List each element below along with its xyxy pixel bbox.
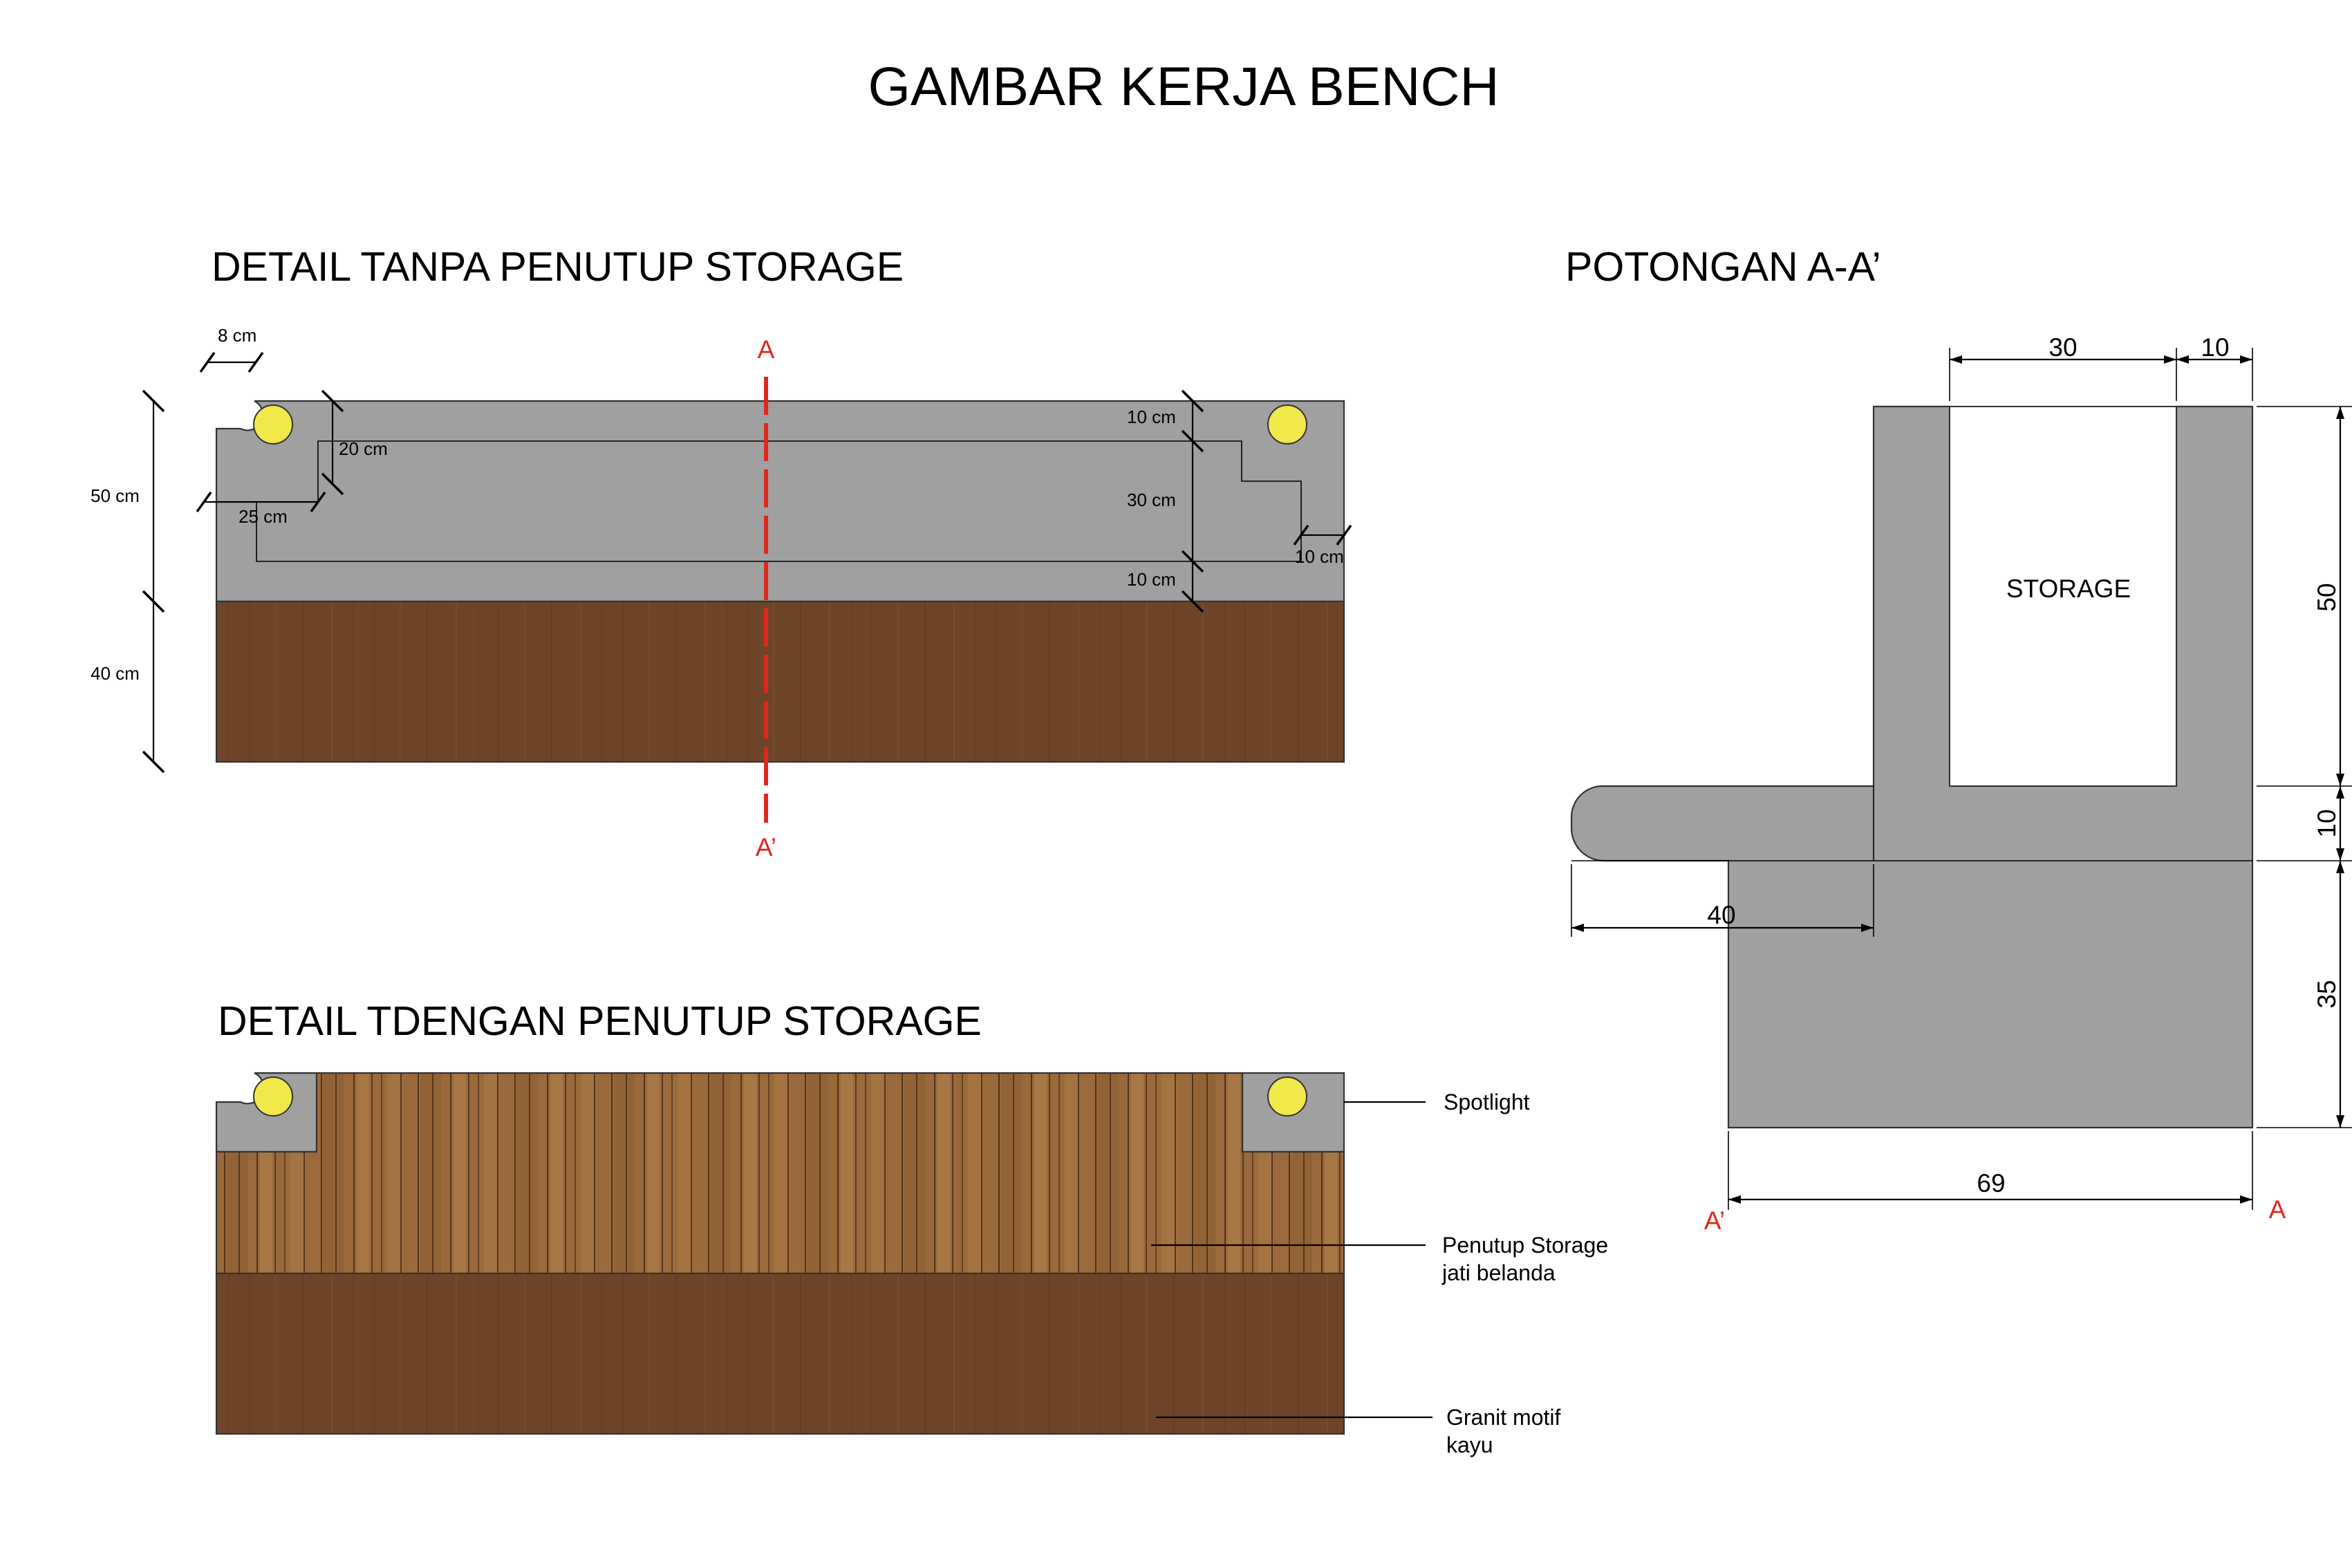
dim-right-lower: 35 xyxy=(2313,980,2341,1008)
cut-label-bottom: A’ xyxy=(756,833,776,861)
storage-cover-jati xyxy=(215,1072,1345,1275)
section-heading: POTONGAN A-A’ xyxy=(1565,244,1881,290)
plan-with-cover: DETAIL TDENGAN PENUTUP STORAGE Spotlight… xyxy=(215,998,1608,1457)
dim-height-lower: 40 cm xyxy=(91,663,140,684)
granite-base-bottom xyxy=(215,1272,1345,1435)
label-granite-1: Granit motif xyxy=(1446,1405,1560,1430)
dim-corner: 8 cm xyxy=(218,325,256,346)
spotlight-left xyxy=(253,404,293,445)
spotlight-right xyxy=(1267,404,1307,445)
section-cut-left: A’ xyxy=(1704,1206,1725,1235)
label-spotlight: Spotlight xyxy=(1444,1090,1530,1114)
section-a-a: POTONGAN A-A’ STORAGE 30 10 50 10 xyxy=(1565,244,2352,1235)
dim-seat: 40 xyxy=(1707,901,1735,929)
dim-right-side: 10 cm xyxy=(1295,546,1344,567)
section-body xyxy=(1570,405,2254,1129)
dim-right-upper: 50 xyxy=(2313,583,2341,611)
spotlight-right-2 xyxy=(1267,1076,1307,1117)
plan-without-cover: DETAIL TANPA PENUTUP STORAGE 50 cm 40 cm… xyxy=(91,244,1352,861)
cut-label-top: A xyxy=(758,335,775,364)
dim-right-mid: 30 cm xyxy=(1127,489,1176,510)
label-cover-2: jati belanda xyxy=(1441,1260,1556,1285)
dim-base: 69 xyxy=(1977,1169,2005,1197)
dim-right-bot: 10 cm xyxy=(1127,569,1176,590)
spotlight-left-2 xyxy=(253,1076,293,1117)
plan-top-heading: DETAIL TANPA PENUTUP STORAGE xyxy=(212,244,904,290)
label-granite-2: kayu xyxy=(1446,1432,1493,1457)
plan-bottom-heading: DETAIL TDENGAN PENUTUP STORAGE xyxy=(218,998,982,1044)
dim-top-storage: 30 xyxy=(2048,333,2077,362)
granite-base xyxy=(215,600,1345,763)
storage-void xyxy=(1949,406,2177,787)
dim-step-h: 25 cm xyxy=(239,506,288,527)
sheet-title: GAMBAR KERJA BENCH xyxy=(868,55,1499,117)
dim-top-wall: 10 xyxy=(2201,333,2229,362)
label-cover-1: Penutup Storage xyxy=(1442,1233,1608,1258)
storage-label: STORAGE xyxy=(2006,575,2131,603)
dim-right-mid-section: 10 xyxy=(2313,809,2341,837)
section-cut-right: A xyxy=(2269,1195,2286,1224)
dim-step-v: 20 cm xyxy=(339,438,388,459)
dim-height-upper: 50 cm xyxy=(91,485,140,506)
dim-right-top: 10 cm xyxy=(1127,407,1176,427)
